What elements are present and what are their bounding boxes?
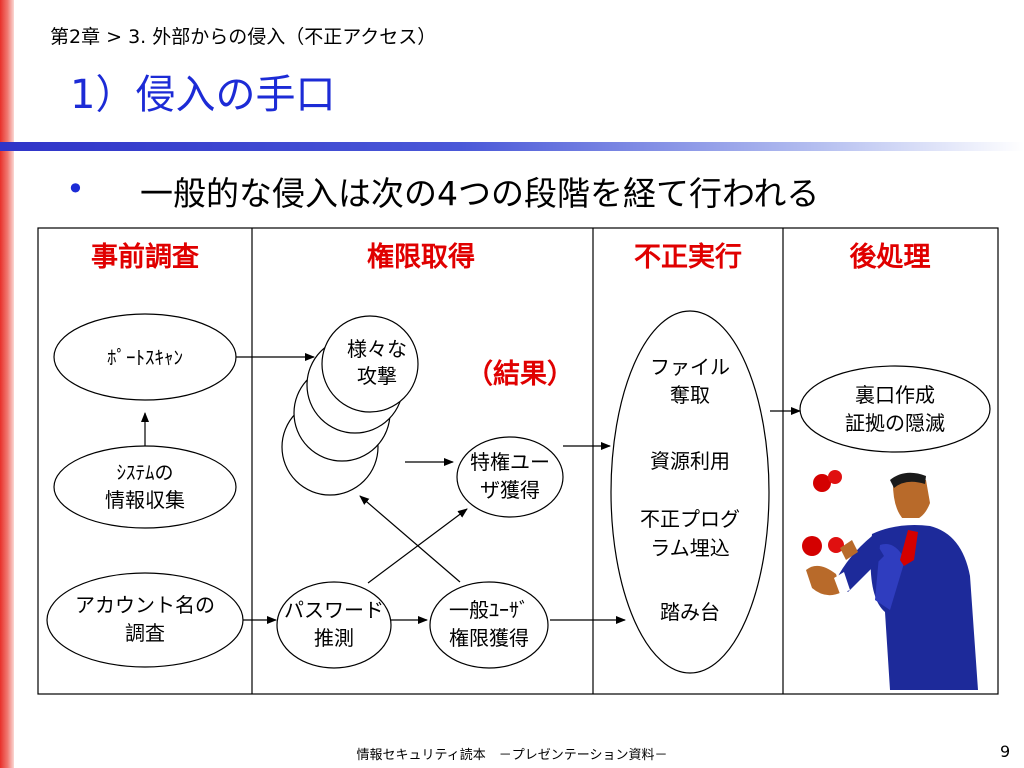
password-guess-label-line1: パスワード (284, 598, 384, 622)
node-execution (610, 310, 770, 674)
juggling-ball (828, 537, 844, 553)
footer-text: 情報セキュリティ読本 －プレゼンテーション資料－ (356, 748, 668, 763)
column-header-privilege: 権限取得 (367, 241, 475, 273)
general-user-label-line2: 権限獲得 (449, 626, 529, 650)
juggling-ball (813, 474, 831, 492)
node-account-survey (46, 572, 244, 668)
left-accent-bar (0, 0, 14, 768)
attacks-label-line1: 様々な (347, 337, 407, 361)
juggling-businessman-clipart (802, 470, 978, 690)
account-survey-label-line2: 調査 (125, 621, 165, 645)
juggling-ball (828, 470, 842, 484)
column-header-execution: 不正実行 (634, 241, 742, 273)
port-scan-label: ﾎﾟｰﾄｽｷｬﾝ (107, 347, 183, 369)
juggling-ball (802, 536, 822, 556)
execution-label-line6: 不正プログ (640, 507, 740, 531)
bullet-text: 一般的な侵入は次の4つの段階を経て行われる (140, 174, 820, 213)
cleanup-label-line2: 証拠の隠滅 (845, 411, 945, 435)
password-guess-label-line2: 推測 (314, 626, 354, 650)
node-cleanup (799, 365, 991, 453)
execution-label-line4: 資源利用 (650, 449, 730, 473)
general-user-label-line1: 一般ﾕｰｻﾞ (449, 598, 529, 622)
column-header-cleanup: 後処理 (850, 241, 931, 273)
attack-circle-front (321, 315, 419, 413)
cleanup-label-line1: 裏口作成 (855, 383, 935, 407)
page-number: 9 (1000, 742, 1011, 761)
node-port-scan (53, 313, 237, 401)
execution-label-line7: ラム埋込 (650, 536, 729, 560)
arrow-password-to-privileged (367, 508, 468, 584)
execution-label-line1: ファイル (650, 355, 730, 379)
privileged-user-label-line2: ザ獲得 (480, 478, 540, 502)
account-survey-label-line1: アカウント名の (75, 593, 215, 617)
title-underline (0, 142, 1024, 151)
privileged-user-label-line1: 特権ユー (470, 450, 550, 474)
slide-title: 1）侵入の手口 (70, 72, 336, 118)
system-info-label-line2: 情報収集 (105, 488, 185, 512)
arrow-general-to-attacks (359, 495, 461, 583)
node-system-info (53, 445, 237, 529)
node-password-guess (276, 581, 392, 669)
execution-label-line9: 踏み台 (660, 600, 720, 624)
node-general-user (429, 581, 549, 669)
bullet-marker: • (66, 170, 85, 208)
node-privileged-user (456, 436, 564, 518)
breadcrumb: 第2章 > 3. 外部からの侵入（不正アクセス） (50, 26, 437, 48)
execution-label-line2: 奪取 (670, 383, 710, 407)
result-label: （結果） (466, 358, 574, 390)
attacks-label-line2: 攻撃 (357, 364, 397, 388)
system-info-label-line1: ｼｽﾃﾑの (116, 462, 173, 484)
column-header-recon: 事前調査 (91, 241, 199, 273)
